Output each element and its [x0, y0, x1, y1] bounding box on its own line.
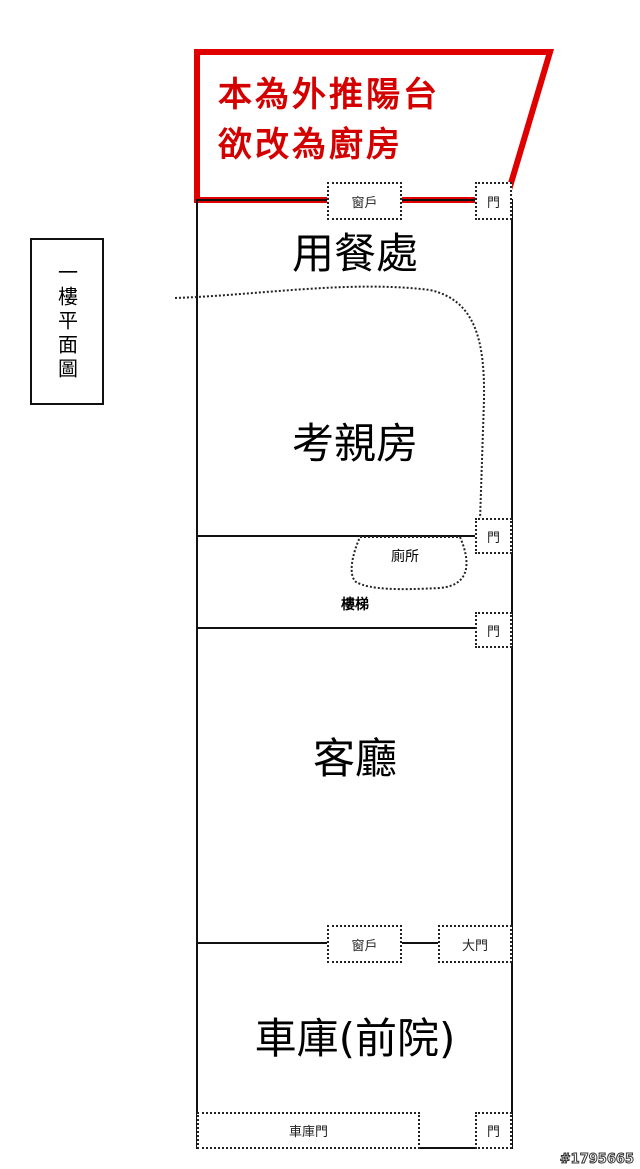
toilet-outline [350, 536, 468, 591]
room-stairs: 樓梯 [341, 597, 369, 613]
garage-door[interactable]: 車庫門 [197, 1112, 420, 1149]
room-divider-dotted [174, 285, 486, 521]
window-living: 窗戶 [327, 925, 402, 963]
room-dining: 用餐處 [291, 229, 418, 278]
balcony-note-line1: 本為外推陽台 [218, 75, 440, 115]
balcony-note-line2: 欲改為廚房 [218, 125, 403, 165]
room-elder: 考親房 [291, 419, 418, 468]
door-stairs[interactable]: 門 [475, 612, 512, 648]
room-toilet: 廁所 [391, 549, 419, 565]
window-top: 窗戶 [327, 182, 402, 220]
door-bottom[interactable]: 門 [475, 1112, 512, 1149]
room-living: 客廳 [312, 734, 397, 783]
room-garage: 車庫(前院) [254, 1014, 456, 1063]
door-toilet[interactable]: 門 [475, 518, 512, 554]
watermark: #1795665 [559, 1152, 634, 1168]
main-door[interactable]: 大門 [438, 925, 512, 963]
door-top[interactable]: 門 [475, 182, 512, 220]
floor-label: 一樓平面圖 [30, 238, 104, 405]
